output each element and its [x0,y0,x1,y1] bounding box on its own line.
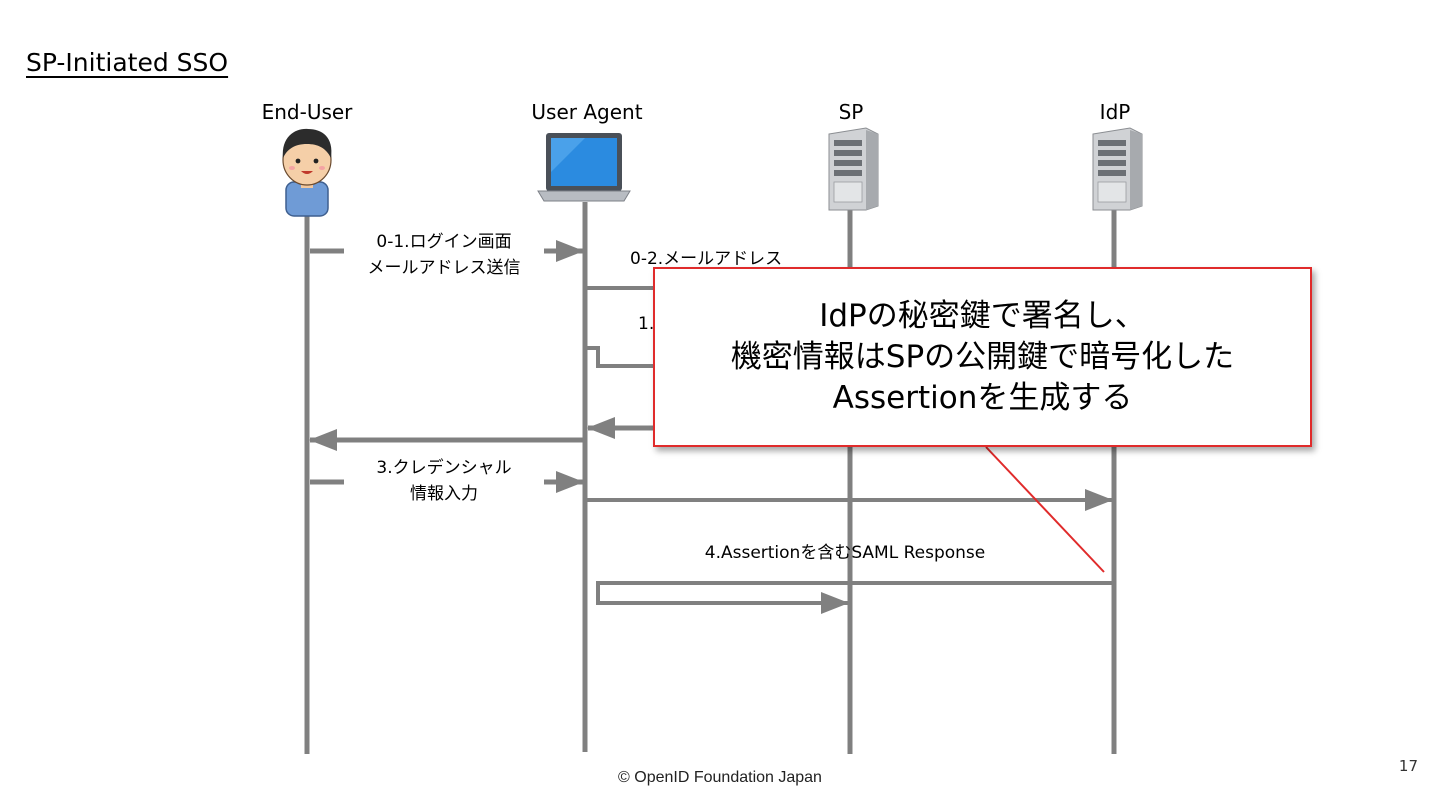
arrow-1-loop [587,346,680,368]
message-label-3-line1: 3.クレデンシャル [376,458,512,478]
message-label-0-1-line2: メールアドレス送信 [367,258,521,278]
person-icon [282,128,332,217]
server-icon-sp [828,127,879,211]
slide-title: SP-Initiated SSO [26,48,229,77]
callout-box: IdPの秘密鍵で署名し、 機密情報はSPの公開鍵で暗号化した Assertion… [653,267,1312,447]
message-label-4: 4.Assertionを含むSAML Response [704,543,986,563]
message-label-3: 3.クレデンシャル 情報入力 [344,455,544,507]
actor-label-sp: SP [838,100,864,124]
page-number: 17 [1398,757,1418,775]
callout-line1: IdPの秘密鍵で署名し、 [819,297,1146,334]
actor-label-user-agent: User Agent [531,100,643,124]
actor-label-idp: IdP [1099,100,1131,124]
actor-label-end-user: End-User [261,100,353,124]
arrow-4-loop-to-sp [596,581,849,614]
server-icon-idp [1092,127,1143,211]
message-label-0-1: 0-1.ログイン画面 メールアドレス送信 [344,229,544,281]
message-label-3-line2: 情報入力 [410,484,478,504]
callout-line3: Assertionを生成する [832,379,1133,416]
message-label-0-1-line1: 0-1.ログイン画面 [376,232,512,252]
message-label-1: 1. [638,314,655,334]
footer-copyright: © OpenID Foundation Japan [618,769,822,786]
laptop-icon [537,133,631,202]
message-label-0-2: 0-2.メールアドレス [630,249,783,269]
callout-line2: 機密情報はSPの公開鍵で暗号化した [730,338,1235,375]
callout-pointer [985,446,1105,573]
